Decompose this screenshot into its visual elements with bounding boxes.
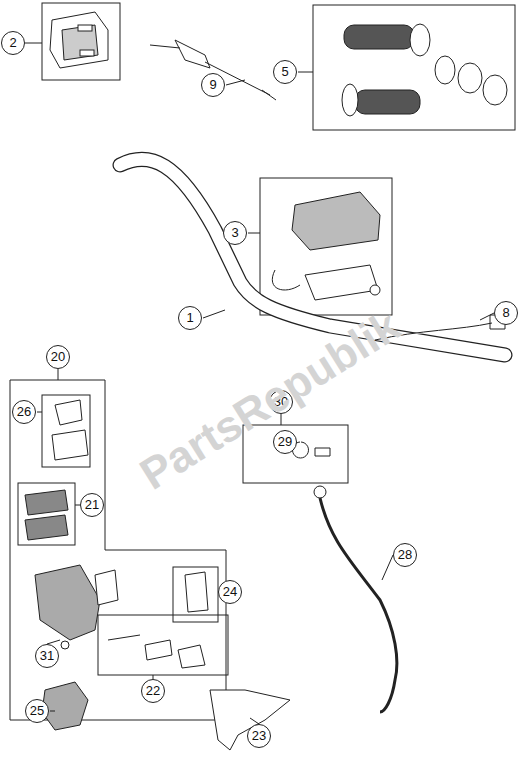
callout-number: 1 <box>178 306 202 330</box>
callout-number: 5 <box>273 60 297 84</box>
callout-number: 3 <box>223 221 247 245</box>
parts <box>25 12 507 750</box>
callout-number: 26 <box>12 400 36 424</box>
callout-number: 23 <box>247 724 271 748</box>
callout-number: 28 <box>393 543 417 567</box>
handlebar <box>120 159 505 355</box>
callout-number: 22 <box>141 679 165 703</box>
group-boxes <box>10 3 515 720</box>
callout-number: 8 <box>494 301 518 325</box>
watermark: PartsRepublik <box>131 300 408 499</box>
callout-number: 24 <box>218 580 242 604</box>
callout-number: 9 <box>201 73 225 97</box>
callout-number: 20 <box>46 345 70 369</box>
leader-lines <box>25 43 494 724</box>
callout-number: 21 <box>80 493 104 517</box>
callout-number: 25 <box>25 699 49 723</box>
callout-number: 31 <box>35 644 59 668</box>
callout-number: 29 <box>273 430 297 454</box>
callout-number: 2 <box>1 31 25 55</box>
